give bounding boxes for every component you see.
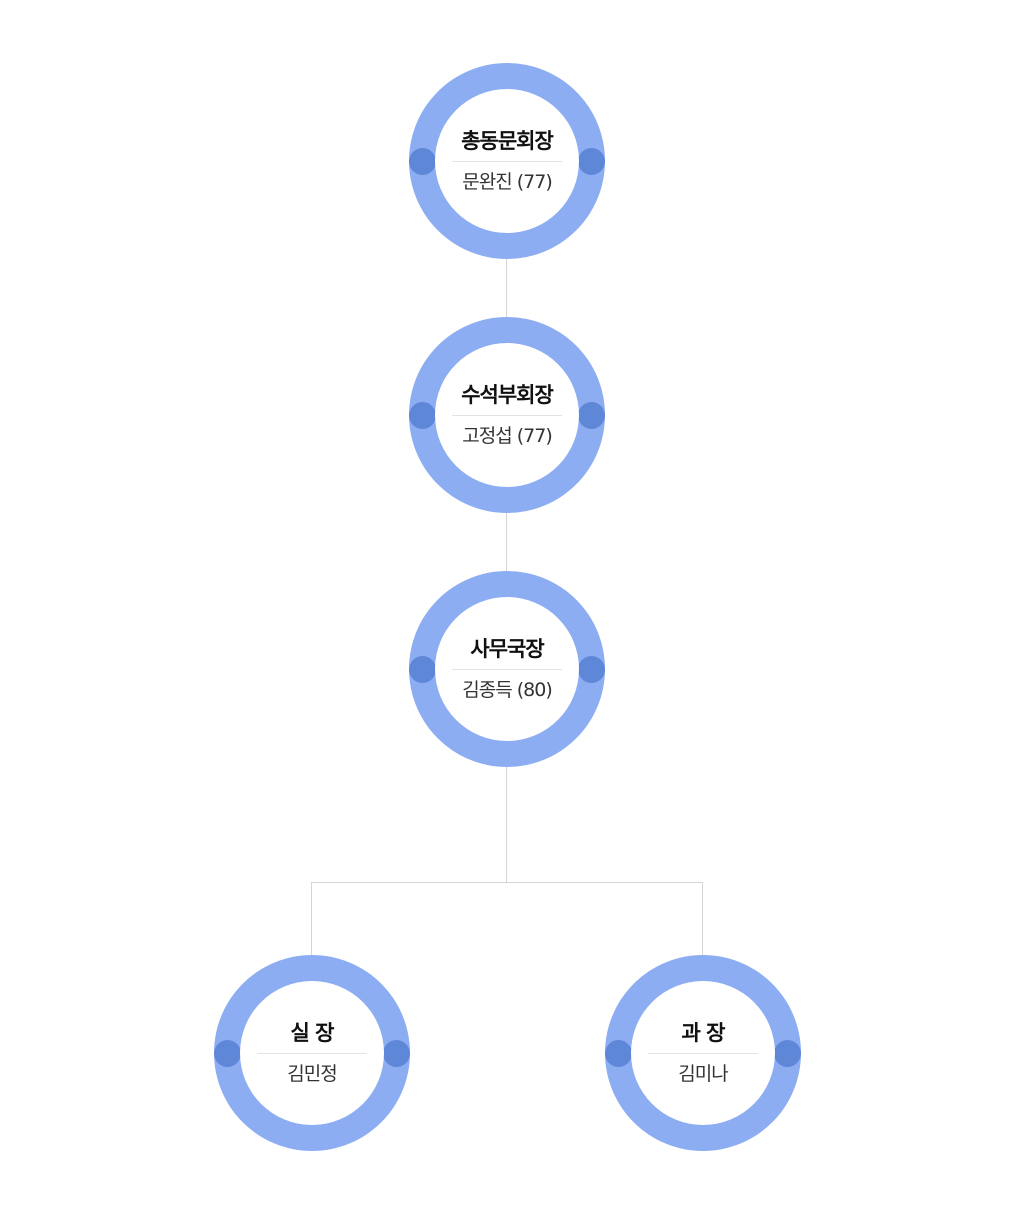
connector-line: [311, 882, 703, 883]
connector-line: [506, 766, 507, 882]
divider: [452, 669, 562, 670]
node-role: 실 장: [290, 1021, 335, 1045]
org-node-secretary-general: 사무국장 김종득 (80): [409, 571, 605, 767]
connector-line: [506, 512, 507, 574]
node-role: 과 장: [681, 1021, 726, 1045]
node-role: 수석부회장: [461, 383, 554, 407]
connector-line: [702, 882, 703, 958]
node-content: 과 장 김미나: [631, 981, 775, 1125]
node-name: 김미나: [678, 1063, 728, 1085]
connector-dot: [578, 402, 605, 429]
connector-line: [311, 882, 312, 958]
connector-dot: [578, 656, 605, 683]
divider: [648, 1053, 758, 1054]
node-role: 사무국장: [470, 637, 544, 661]
node-name: 김종득 (80): [462, 679, 552, 701]
org-node-office-director: 실 장 김민정: [214, 955, 410, 1151]
connector-dot: [409, 402, 436, 429]
divider: [452, 415, 562, 416]
connector-dot: [409, 656, 436, 683]
divider: [452, 161, 562, 162]
connector-dot: [605, 1040, 632, 1067]
node-role: 총동문회장: [461, 129, 554, 153]
node-name: 김민정: [287, 1063, 337, 1085]
node-content: 수석부회장 고정섭 (77): [435, 343, 579, 487]
node-name: 고정섭 (77): [462, 425, 552, 447]
org-node-section-chief: 과 장 김미나: [605, 955, 801, 1151]
org-node-senior-vice-president: 수석부회장 고정섭 (77): [409, 317, 605, 513]
node-name: 문완진 (77): [462, 171, 552, 193]
node-content: 총동문회장 문완진 (77): [435, 89, 579, 233]
connector-dot: [214, 1040, 241, 1067]
connector-line: [506, 258, 507, 320]
node-content: 실 장 김민정: [240, 981, 384, 1125]
connector-dot: [409, 148, 436, 175]
connector-dot: [578, 148, 605, 175]
node-content: 사무국장 김종득 (80): [435, 597, 579, 741]
connector-dot: [383, 1040, 410, 1067]
connector-dot: [774, 1040, 801, 1067]
divider: [257, 1053, 367, 1054]
org-node-president: 총동문회장 문완진 (77): [409, 63, 605, 259]
